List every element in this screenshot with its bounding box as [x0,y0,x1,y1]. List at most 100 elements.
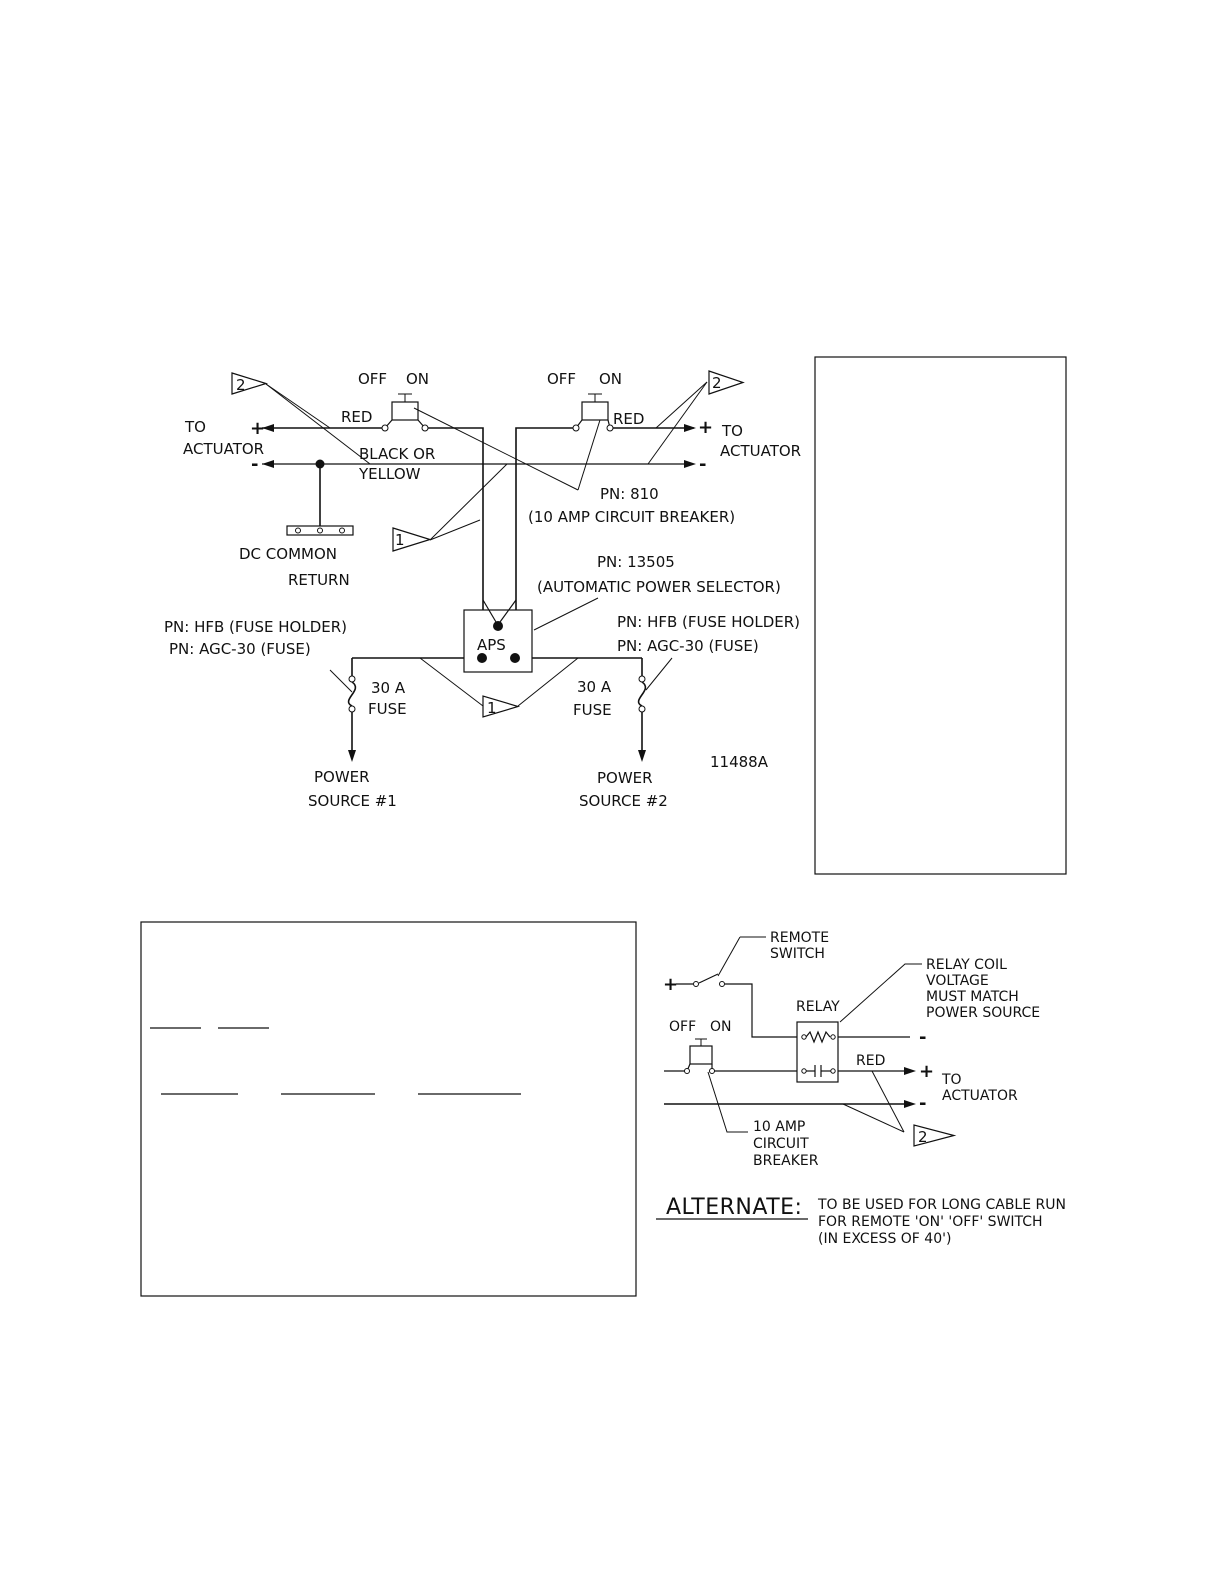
left-fuse-symbol [347,681,357,707]
alternate-note-line-1: TO BE USED FOR LONG CABLE RUN [817,1197,1066,1213]
power-source-label: POWER SOURCE [926,1005,1040,1021]
right-fuse-text: FUSE [573,701,612,719]
voltage-label: VOLTAGE [926,973,989,989]
arrowhead [684,424,696,432]
main-schematic: 2 2 1 1 OFF ON OFF ON RED RED TO [164,370,801,810]
return-label: RETURN [288,571,350,589]
terminal [339,527,345,534]
alternate-schematic: + [656,930,1066,1247]
leader-line [577,419,601,491]
leader-line [265,383,331,429]
aps-lead [499,599,517,623]
tag-1-label: 1 [395,531,405,549]
aps-label: APS [477,636,506,654]
terminal [801,1034,807,1040]
right-breaker-to-aps-wire [515,427,573,626]
arrowhead [262,460,274,468]
alt-plus-label: + [919,1061,934,1082]
terminal [684,1068,690,1074]
right-fuse-symbol [637,681,647,707]
right-fuse-rating: 30 A [577,678,612,696]
leader-line [647,381,708,465]
note-tag-1-lower [482,695,521,718]
notes-frame-right [814,356,1067,875]
arrowhead [262,424,274,432]
terminal [638,705,646,713]
right-to-label: TO [721,422,743,440]
left-fuse-holder-label: PN: HFB (FUSE HOLDER) [164,618,347,636]
right-fuse-holder-label: PN: HFB (FUSE HOLDER) [617,613,800,631]
right-breaker-on-label: ON [599,370,622,388]
terminal [295,527,301,534]
left-fuse-text: FUSE [368,700,407,718]
note-tag-1-upper [392,527,433,552]
arrowhead [638,750,646,762]
alt-breaker-label: BREAKER [753,1153,819,1169]
alt-10amp-label: 10 AMP [753,1119,805,1135]
aps-desc: (AUTOMATIC POWER SELECTOR) [537,578,781,596]
alt-circuit-breaker [689,1045,713,1065]
terminal [606,424,614,432]
alt-circuit-label: CIRCUIT [753,1136,809,1152]
left-fuse-label: PN: AGC-30 (FUSE) [169,640,311,658]
right-actuator-label: ACTUATOR [720,442,801,460]
leader-line [265,383,371,465]
right-red-label: RED [613,410,644,428]
notes-frame-border [140,921,637,1297]
dc-common-label: DC COMMON [239,545,337,563]
alternate-note-line-3: (IN EXCESS OF 40') [818,1231,951,1247]
leader-line [842,1103,905,1133]
alt-note-tag-2 [913,1124,957,1147]
tag-1-label: 1 [487,699,497,717]
arrowhead [904,1067,916,1075]
aps-terminal [477,653,487,663]
tag-2-label: 2 [236,376,246,394]
leader-line [329,669,353,693]
leader-line [839,963,922,1023]
aps-lead [482,599,497,623]
arrowhead [684,460,696,468]
leader-line [413,407,579,491]
leader-line [429,463,508,541]
terminal [693,981,699,987]
black-or-label: BLACK OR [359,445,435,463]
must-match-label: MUST MATCH [926,989,1019,1005]
power-2-label: POWER [597,769,653,787]
left-breaker-to-aps-wire [428,427,484,626]
left-minus-label: - [251,454,258,475]
terminal [638,675,646,683]
leader-line [655,381,708,429]
terminal [719,981,725,987]
relay-coil-label: RELAY COIL [926,957,1007,973]
left-red-label: RED [341,408,372,426]
leader-line [517,657,579,707]
left-plus-label: + [250,418,265,439]
notes-frame-left [140,921,637,1297]
left-to-label: TO [184,418,206,436]
drawing-number: 11488A [710,753,769,771]
relay-coil-symbol [805,1030,831,1044]
circuit-breaker-desc: (10 AMP CIRCUIT BREAKER) [528,508,735,526]
coil-feed-wire [725,983,800,1038]
leader-line [871,1070,905,1133]
note-tag-2-right [708,370,745,395]
alternate-note-line-2: FOR REMOTE 'ON' 'OFF' SWITCH [818,1214,1043,1230]
alt-to-label: TO [941,1072,962,1088]
left-breaker-on-label: ON [406,370,429,388]
alt-tag-2-label: 2 [918,1128,928,1146]
right-minus-label: - [699,454,706,475]
alt-plus-supply: + [663,974,678,995]
leader-line [429,519,481,541]
source-1-label: SOURCE #1 [308,792,397,810]
terminal [317,527,323,534]
left-breaker-off-label: OFF [358,370,387,388]
terminal [830,1034,836,1040]
alt-on-label: ON [710,1019,732,1035]
left-circuit-breaker [391,401,419,421]
note-tag-2-left [231,372,269,395]
aps-terminal [493,621,503,631]
right-fuse-label: PN: AGC-30 (FUSE) [617,637,759,655]
leader-line [717,936,741,977]
tag-2-label: 2 [712,374,722,392]
